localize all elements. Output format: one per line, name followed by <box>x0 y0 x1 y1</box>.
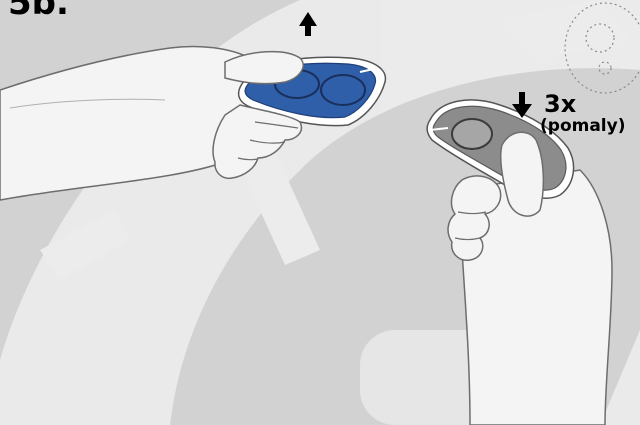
press-count-label: 3x <box>544 92 576 116</box>
step-label: 5b. <box>8 0 69 20</box>
press-note-label: (pomaly) <box>540 118 625 135</box>
